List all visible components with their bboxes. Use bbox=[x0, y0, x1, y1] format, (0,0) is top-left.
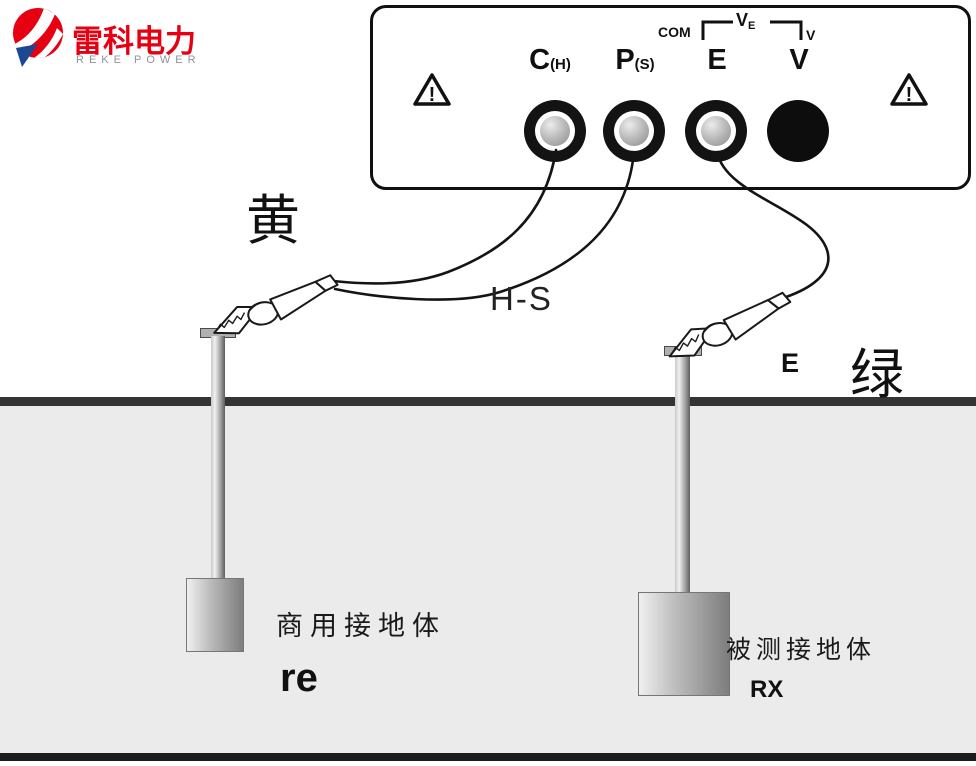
terminal-c-h-socket bbox=[540, 116, 570, 146]
clip-spring-detail bbox=[249, 301, 274, 311]
terminal-p-s-ring bbox=[614, 111, 654, 151]
e-clip-label: E bbox=[781, 348, 800, 378]
terminal-label-ps-main: P bbox=[615, 44, 635, 76]
yellow-wire-label: 黄 bbox=[246, 189, 300, 252]
ve-label-main: V bbox=[736, 10, 749, 30]
terminal-label-ps: P(S) bbox=[589, 44, 681, 77]
terminal-p-s bbox=[603, 100, 665, 162]
terminal-v bbox=[767, 100, 829, 162]
hs-wire-label: H-S bbox=[490, 280, 553, 317]
brand-logo-icon bbox=[13, 8, 63, 67]
terminal-label-v: V bbox=[753, 44, 845, 77]
clip-handle bbox=[269, 280, 327, 321]
v-annotation-label: V bbox=[806, 27, 816, 43]
brand-logo bbox=[8, 6, 68, 68]
terminal-p-s-socket bbox=[619, 116, 649, 146]
brand-subtitle: REKE POWER bbox=[76, 54, 201, 66]
terminal-label-ch-main: C bbox=[529, 44, 551, 76]
terminal-label-e-main: E bbox=[707, 44, 727, 76]
clip-spring bbox=[247, 301, 279, 326]
logo-swoosh bbox=[13, 8, 63, 58]
aux-rod-stem bbox=[211, 336, 225, 582]
ve-label-sub: E bbox=[748, 20, 756, 32]
brand-name: 雷科电力 bbox=[72, 24, 196, 59]
clip-spring bbox=[701, 321, 734, 347]
clip-handle bbox=[722, 299, 780, 341]
ground-soil bbox=[0, 406, 976, 753]
terminal-e-ring bbox=[696, 111, 736, 151]
ground-bottom-line bbox=[0, 753, 976, 761]
logo-blue-wedge bbox=[16, 44, 38, 67]
terminal-label-ch: C(H) bbox=[504, 44, 596, 77]
terminal-label-ps-sub: (S) bbox=[634, 56, 655, 73]
clip-boot bbox=[314, 274, 339, 292]
test-rod-title: 被测接地体 bbox=[726, 636, 877, 664]
aux-rod-code: re bbox=[280, 656, 318, 700]
terminal-e-socket bbox=[701, 116, 731, 146]
ve-label: VE bbox=[736, 10, 755, 32]
clip-boot bbox=[766, 291, 792, 310]
test-rod-electrode bbox=[638, 592, 730, 696]
clip-spring-detail bbox=[703, 322, 728, 333]
aux-rod-electrode bbox=[186, 578, 244, 652]
green-wire-label: 绿 bbox=[850, 343, 904, 406]
terminal-c-h bbox=[524, 100, 586, 162]
terminal-e bbox=[685, 100, 747, 162]
ground-surface-line bbox=[0, 397, 976, 406]
aux-rod-title: 商用接地体 bbox=[276, 611, 446, 641]
terminal-label-v-main: V bbox=[789, 44, 809, 76]
test-rod-code: RX bbox=[750, 676, 784, 703]
terminal-c-h-ring bbox=[535, 111, 575, 151]
test-rod-stem bbox=[675, 354, 690, 598]
clip-jaw bbox=[668, 327, 715, 358]
com-label: COM bbox=[658, 24, 691, 40]
terminal-label-ch-sub: (H) bbox=[550, 56, 571, 73]
terminal-label-e: E bbox=[671, 44, 763, 77]
